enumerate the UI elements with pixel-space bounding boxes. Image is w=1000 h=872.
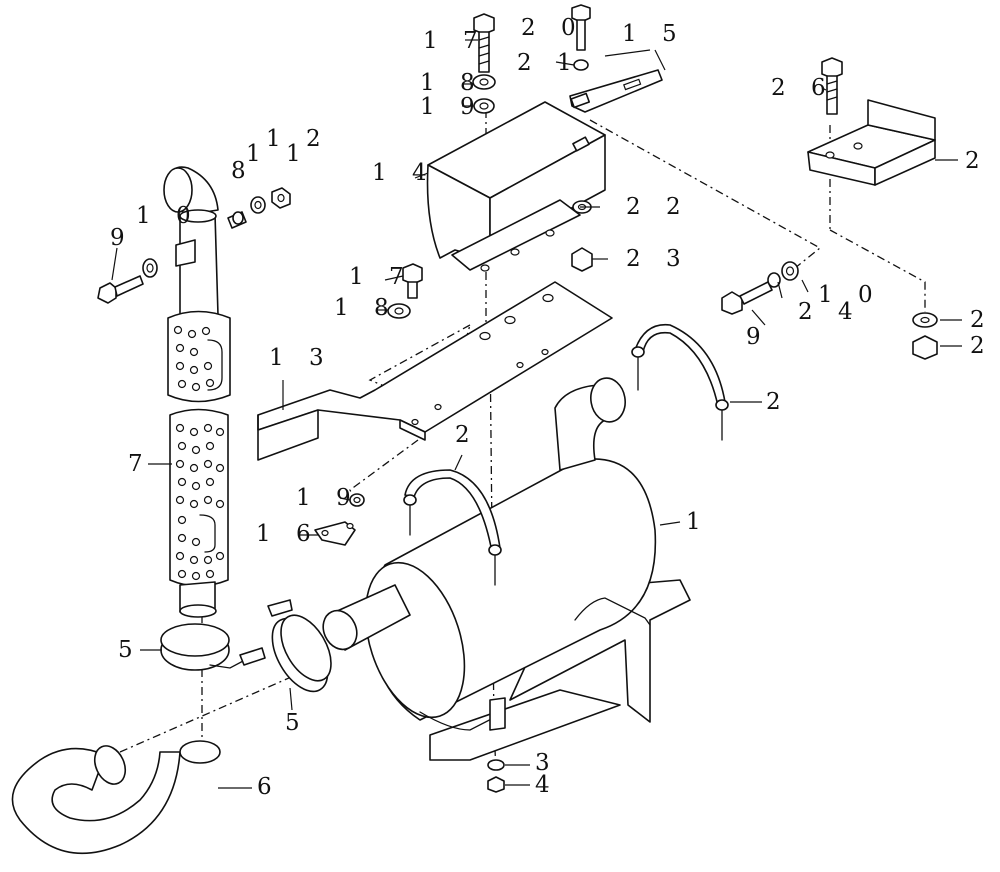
bolt-9-shank-left xyxy=(114,275,144,297)
callout-2-clamp-right: 2 xyxy=(766,389,790,415)
elbow-pipe-6 xyxy=(11,740,221,855)
u-bolt-straps xyxy=(403,323,729,586)
callout-13: 1 3 xyxy=(269,345,333,371)
upper-pipe xyxy=(179,213,219,319)
callout-1: 1 xyxy=(686,509,710,535)
callout-8: 8 xyxy=(231,158,255,184)
clamps xyxy=(160,599,332,693)
cover-14 xyxy=(426,101,606,272)
callout-24: 2 4 xyxy=(798,299,862,325)
callout-18-mid: 1 8 xyxy=(334,295,398,321)
upper-heat-shield xyxy=(167,310,231,403)
callout-19-low: 1 9 xyxy=(296,485,360,511)
callout-11: 1 1 xyxy=(246,141,310,167)
strap-right xyxy=(634,323,726,407)
callout-12: 1 2 xyxy=(266,126,330,152)
callout-22: 2 2 xyxy=(626,194,690,220)
callout-2-nut-lower: 2 xyxy=(970,333,994,359)
callout-4: 4 xyxy=(535,772,559,798)
leader-lines xyxy=(111,39,962,789)
bracket-25 xyxy=(807,99,936,186)
tailpipe-assembly xyxy=(163,166,231,618)
callout-16: 1 6 xyxy=(256,521,320,547)
hardware-stack xyxy=(314,4,938,793)
callout-21: 2 1 xyxy=(517,50,581,76)
callout-17-mid: 1 7 xyxy=(349,264,413,290)
bracket-15 xyxy=(569,69,663,113)
callout-9-right: 9 xyxy=(746,324,770,350)
callout-19-top: 1 9 xyxy=(420,94,484,120)
callout-26: 2 6 xyxy=(771,75,835,101)
callout-17-top: 1 7 xyxy=(423,28,487,54)
perforations xyxy=(173,325,225,581)
bolt-9-head-left xyxy=(97,282,117,304)
callout-23: 2 3 xyxy=(626,246,690,272)
lower-heat-shield xyxy=(169,408,229,587)
callout-5-bottom: 5 xyxy=(285,710,309,736)
callout-2-strap-mid: 2 xyxy=(455,422,479,448)
callout-14: 1 4 xyxy=(372,160,436,186)
callout-15: 1 5 xyxy=(622,21,686,47)
muffler-1 xyxy=(322,377,691,761)
tailpipe-hardware xyxy=(97,187,291,304)
callout-2-nut-upper: 2 xyxy=(970,307,994,333)
callout-20: 2 0 xyxy=(521,15,585,41)
plate-13 xyxy=(257,281,613,461)
callout-3: 3 xyxy=(535,750,559,776)
callout-5-left: 5 xyxy=(118,637,142,663)
callout-9-left: 9 xyxy=(110,225,134,251)
pipe-clamp xyxy=(175,239,196,267)
callout-10-left: 1 0 xyxy=(136,203,200,229)
callout-25: 2 5 xyxy=(965,148,1000,174)
callout-10-right: 1 0 xyxy=(818,282,882,308)
callout-6: 6 xyxy=(257,774,281,800)
rain-cap-opening xyxy=(163,167,193,213)
callout-18-top: 1 8 xyxy=(420,70,484,96)
callout-7: 7 xyxy=(128,451,152,477)
